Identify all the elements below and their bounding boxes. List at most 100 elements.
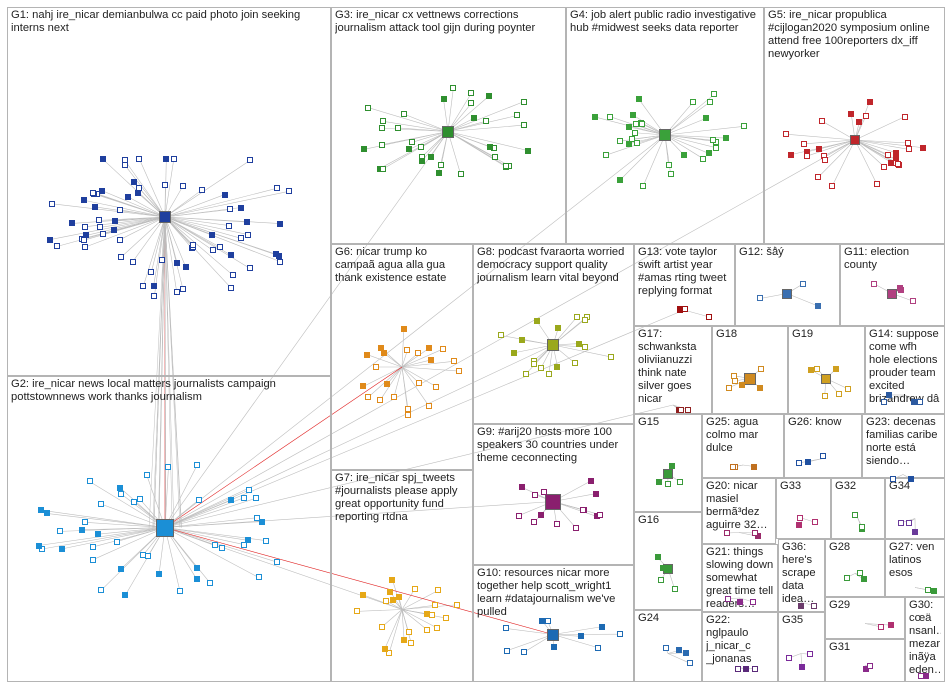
edge <box>364 131 449 150</box>
node-g18 <box>757 365 764 372</box>
node-g2 <box>122 592 129 599</box>
edge <box>356 609 403 612</box>
node-g8 <box>608 354 615 361</box>
node-g33 <box>812 519 819 526</box>
node-g9 <box>580 506 587 513</box>
edge <box>41 509 166 528</box>
edge <box>92 192 166 218</box>
node-g2 <box>259 518 266 525</box>
node-g8 <box>581 316 588 323</box>
edge <box>84 200 166 218</box>
edge <box>401 329 405 368</box>
node-g2 <box>117 484 124 491</box>
node-g2 <box>194 462 201 468</box>
group-label: G5: ire_nicar propublica #cijlogan2020 s… <box>768 9 930 60</box>
node-g4 <box>690 98 697 105</box>
node-g1 <box>198 186 205 193</box>
node-g3 <box>470 115 477 122</box>
node-g2 <box>86 478 93 485</box>
node-g7 <box>432 602 439 609</box>
node-g1 <box>135 184 142 191</box>
node-g7 <box>411 586 418 593</box>
node-g1 <box>180 182 187 189</box>
node-g2 <box>43 510 50 517</box>
node-g7 <box>434 625 441 632</box>
edge <box>380 366 403 400</box>
node-g2 <box>118 565 125 572</box>
edge <box>507 634 554 651</box>
node-g8 <box>530 360 537 367</box>
group-box-g20: G20: nicar masiel bermã³dez aguirre 32… <box>702 478 776 544</box>
edge <box>164 216 241 239</box>
node-g7 <box>408 639 415 646</box>
node-g1 <box>237 235 244 242</box>
edge <box>367 354 403 368</box>
group-box-g13: G13: vote taylor swift artist year #amas… <box>634 244 735 326</box>
node-g1 <box>174 260 181 267</box>
group-box-g27: G27: ven latinos esos <box>885 539 945 597</box>
edge <box>368 107 449 132</box>
edge <box>164 216 248 235</box>
edge <box>379 131 449 169</box>
node-g3 <box>514 112 521 119</box>
node-g23 <box>890 476 897 482</box>
node-g30 <box>922 673 929 679</box>
edge <box>447 95 490 132</box>
node-g2 <box>194 565 201 572</box>
node-g30 <box>917 673 924 679</box>
node-g9 <box>553 520 560 527</box>
node-g3 <box>468 90 475 97</box>
edge <box>98 527 166 535</box>
edge <box>664 134 704 160</box>
node-g20 <box>755 533 762 540</box>
node-g5 <box>787 151 794 158</box>
edge <box>382 121 449 132</box>
node-g20 <box>752 530 759 536</box>
node-g3 <box>457 171 464 178</box>
node-g9 <box>540 488 547 495</box>
edge <box>121 216 166 258</box>
node-g36 <box>811 602 817 609</box>
edge <box>164 527 277 563</box>
inter-group-edge <box>164 216 173 528</box>
node-g4 <box>634 139 641 146</box>
node-g2 <box>165 464 172 471</box>
edge <box>790 139 856 156</box>
group-box-g6: G6: nicar trump ko campaã agua alla gua … <box>331 244 473 470</box>
hub-avatar-g8 <box>547 339 559 351</box>
edge <box>513 344 554 354</box>
edge <box>552 344 612 358</box>
node-g32 <box>851 511 858 518</box>
edge <box>164 189 203 218</box>
node-g1 <box>227 206 234 213</box>
edge <box>164 160 251 218</box>
node-g5 <box>815 174 822 181</box>
edge <box>854 139 908 144</box>
edge <box>164 194 225 218</box>
inter-group-edge <box>164 404 674 528</box>
inter-group-edge <box>164 344 554 528</box>
node-g5 <box>818 117 825 124</box>
node-g3 <box>525 147 532 154</box>
node-g1 <box>170 155 177 162</box>
node-g8 <box>571 359 578 366</box>
node-g3 <box>365 104 372 111</box>
group-box-g1: G1: nahj ire_nicar demianbulwa cc paid p… <box>7 7 331 376</box>
node-g5 <box>856 118 863 125</box>
group-box-g22: G22: nglpaulo j_nicar_c _jonanas <box>702 612 778 682</box>
node-g3 <box>435 169 442 176</box>
group-box-g7: G7: ire_nicar spj_tweets #journalists pl… <box>331 470 473 682</box>
node-g3 <box>408 139 415 146</box>
edge <box>86 216 166 236</box>
node-g5 <box>804 153 811 160</box>
node-g1 <box>276 252 283 259</box>
node-g1 <box>69 220 76 227</box>
group-box-g4: G4: job alert public radio investigative… <box>566 7 764 244</box>
node-g2 <box>59 545 66 552</box>
node-g2 <box>39 546 46 552</box>
node-g1 <box>216 244 223 251</box>
edge <box>447 131 495 158</box>
group-box-g26: G26: know <box>784 414 862 478</box>
node-g6 <box>404 347 411 354</box>
edge <box>164 159 167 218</box>
